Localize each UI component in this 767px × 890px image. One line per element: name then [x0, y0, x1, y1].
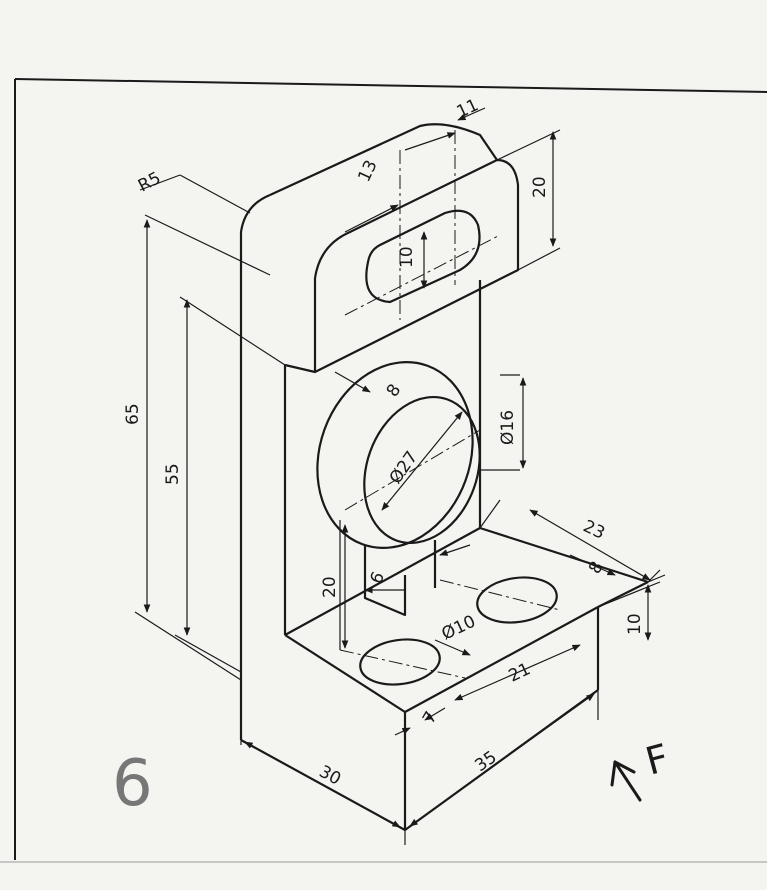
dim-20-web: 20: [320, 576, 340, 598]
dim-10-base: 10: [625, 613, 645, 635]
center-lines: [339, 130, 561, 679]
dim-13: 13: [354, 157, 381, 185]
dim-r5: R5: [135, 168, 164, 196]
view-arrow: [610, 760, 642, 802]
dim-23: 23: [580, 516, 608, 543]
dim-7: 7: [419, 708, 442, 727]
dim-65: 65: [123, 403, 143, 425]
dim-8-boss: 8: [383, 381, 406, 401]
dim-10-hole: Ø10: [439, 612, 479, 645]
page-border: [0, 78, 767, 863]
dim-55: 55: [163, 463, 183, 485]
dim-11: 11: [454, 95, 482, 122]
dim-10-slot: 10: [397, 246, 417, 268]
dimension-lines: [134, 107, 666, 845]
view-marker-label: F: [641, 736, 674, 784]
dim-6: 6: [366, 569, 389, 587]
dim-35: 35: [471, 747, 500, 776]
isometric-part: [239, 123, 649, 831]
dim-20-top: 20: [530, 176, 550, 198]
dim-16: Ø16: [498, 410, 518, 445]
dim-30: 30: [316, 762, 344, 790]
figure-number: 6: [112, 747, 153, 821]
dim-8-base: 8: [585, 558, 608, 577]
dim-21: 21: [506, 659, 534, 686]
